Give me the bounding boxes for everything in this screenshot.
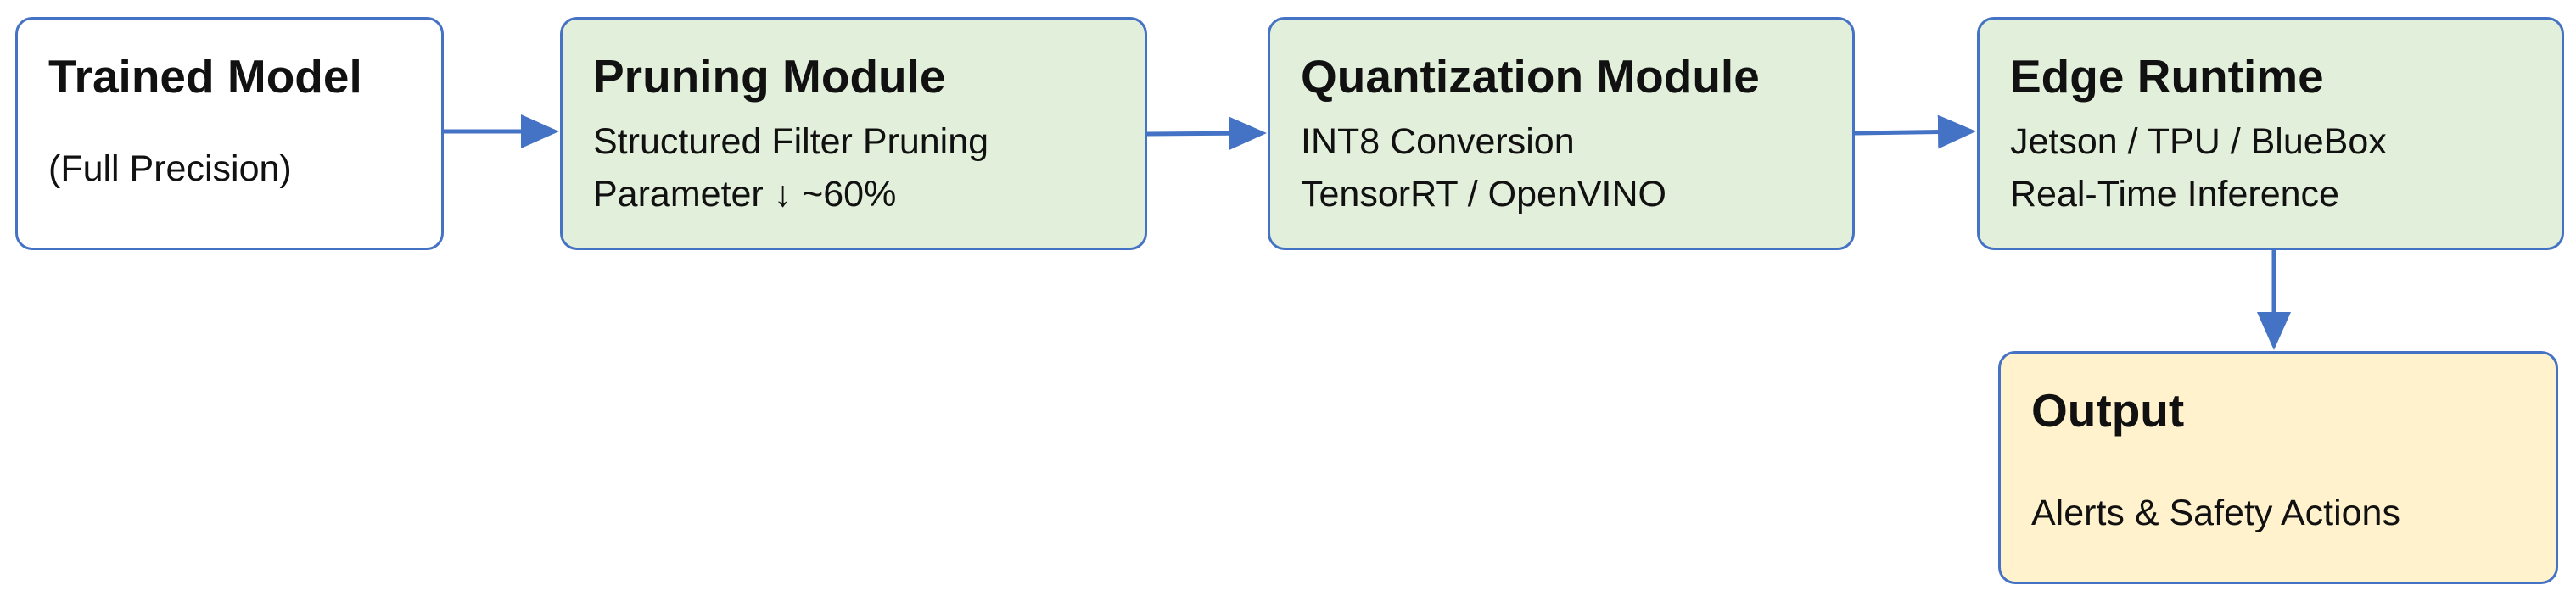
node-title: Quantization Module [1301,50,1760,103]
node-detail-line: (Full Precision) [48,148,292,189]
node-title: Pruning Module [593,50,946,103]
node-pruning-module: Pruning Module Structured Filter Pruning… [560,17,1147,250]
node-detail-line: Real-Time Inference [2010,174,2339,215]
node-title: Trained Model [48,50,362,103]
node-title: Output [2031,384,2185,437]
node-detail-line: Structured Filter Pruning [593,121,989,162]
node-detail-line: Jetson / TPU / BlueBox [2010,121,2387,162]
node-output: Output Alerts & Safety Actions [1998,351,2558,584]
node-detail-line: TensorRT / OpenVINO [1301,174,1666,215]
node-quantization-module: Quantization Module INT8 Conversion Tens… [1268,17,1855,250]
arrow-pruning-to-quantization [1146,116,1267,151]
node-detail-line: Parameter ↓ ~60% [593,174,897,215]
arrow-quantization-to-edge [1854,114,1976,149]
node-trained-model: Trained Model (Full Precision) [15,17,444,250]
node-detail-line: INT8 Conversion [1301,121,1575,162]
node-edge-runtime: Edge Runtime Jetson / TPU / BlueBox Real… [1977,17,2564,250]
node-detail-line: Alerts & Safety Actions [2031,493,2400,533]
node-title: Edge Runtime [2010,50,2324,103]
